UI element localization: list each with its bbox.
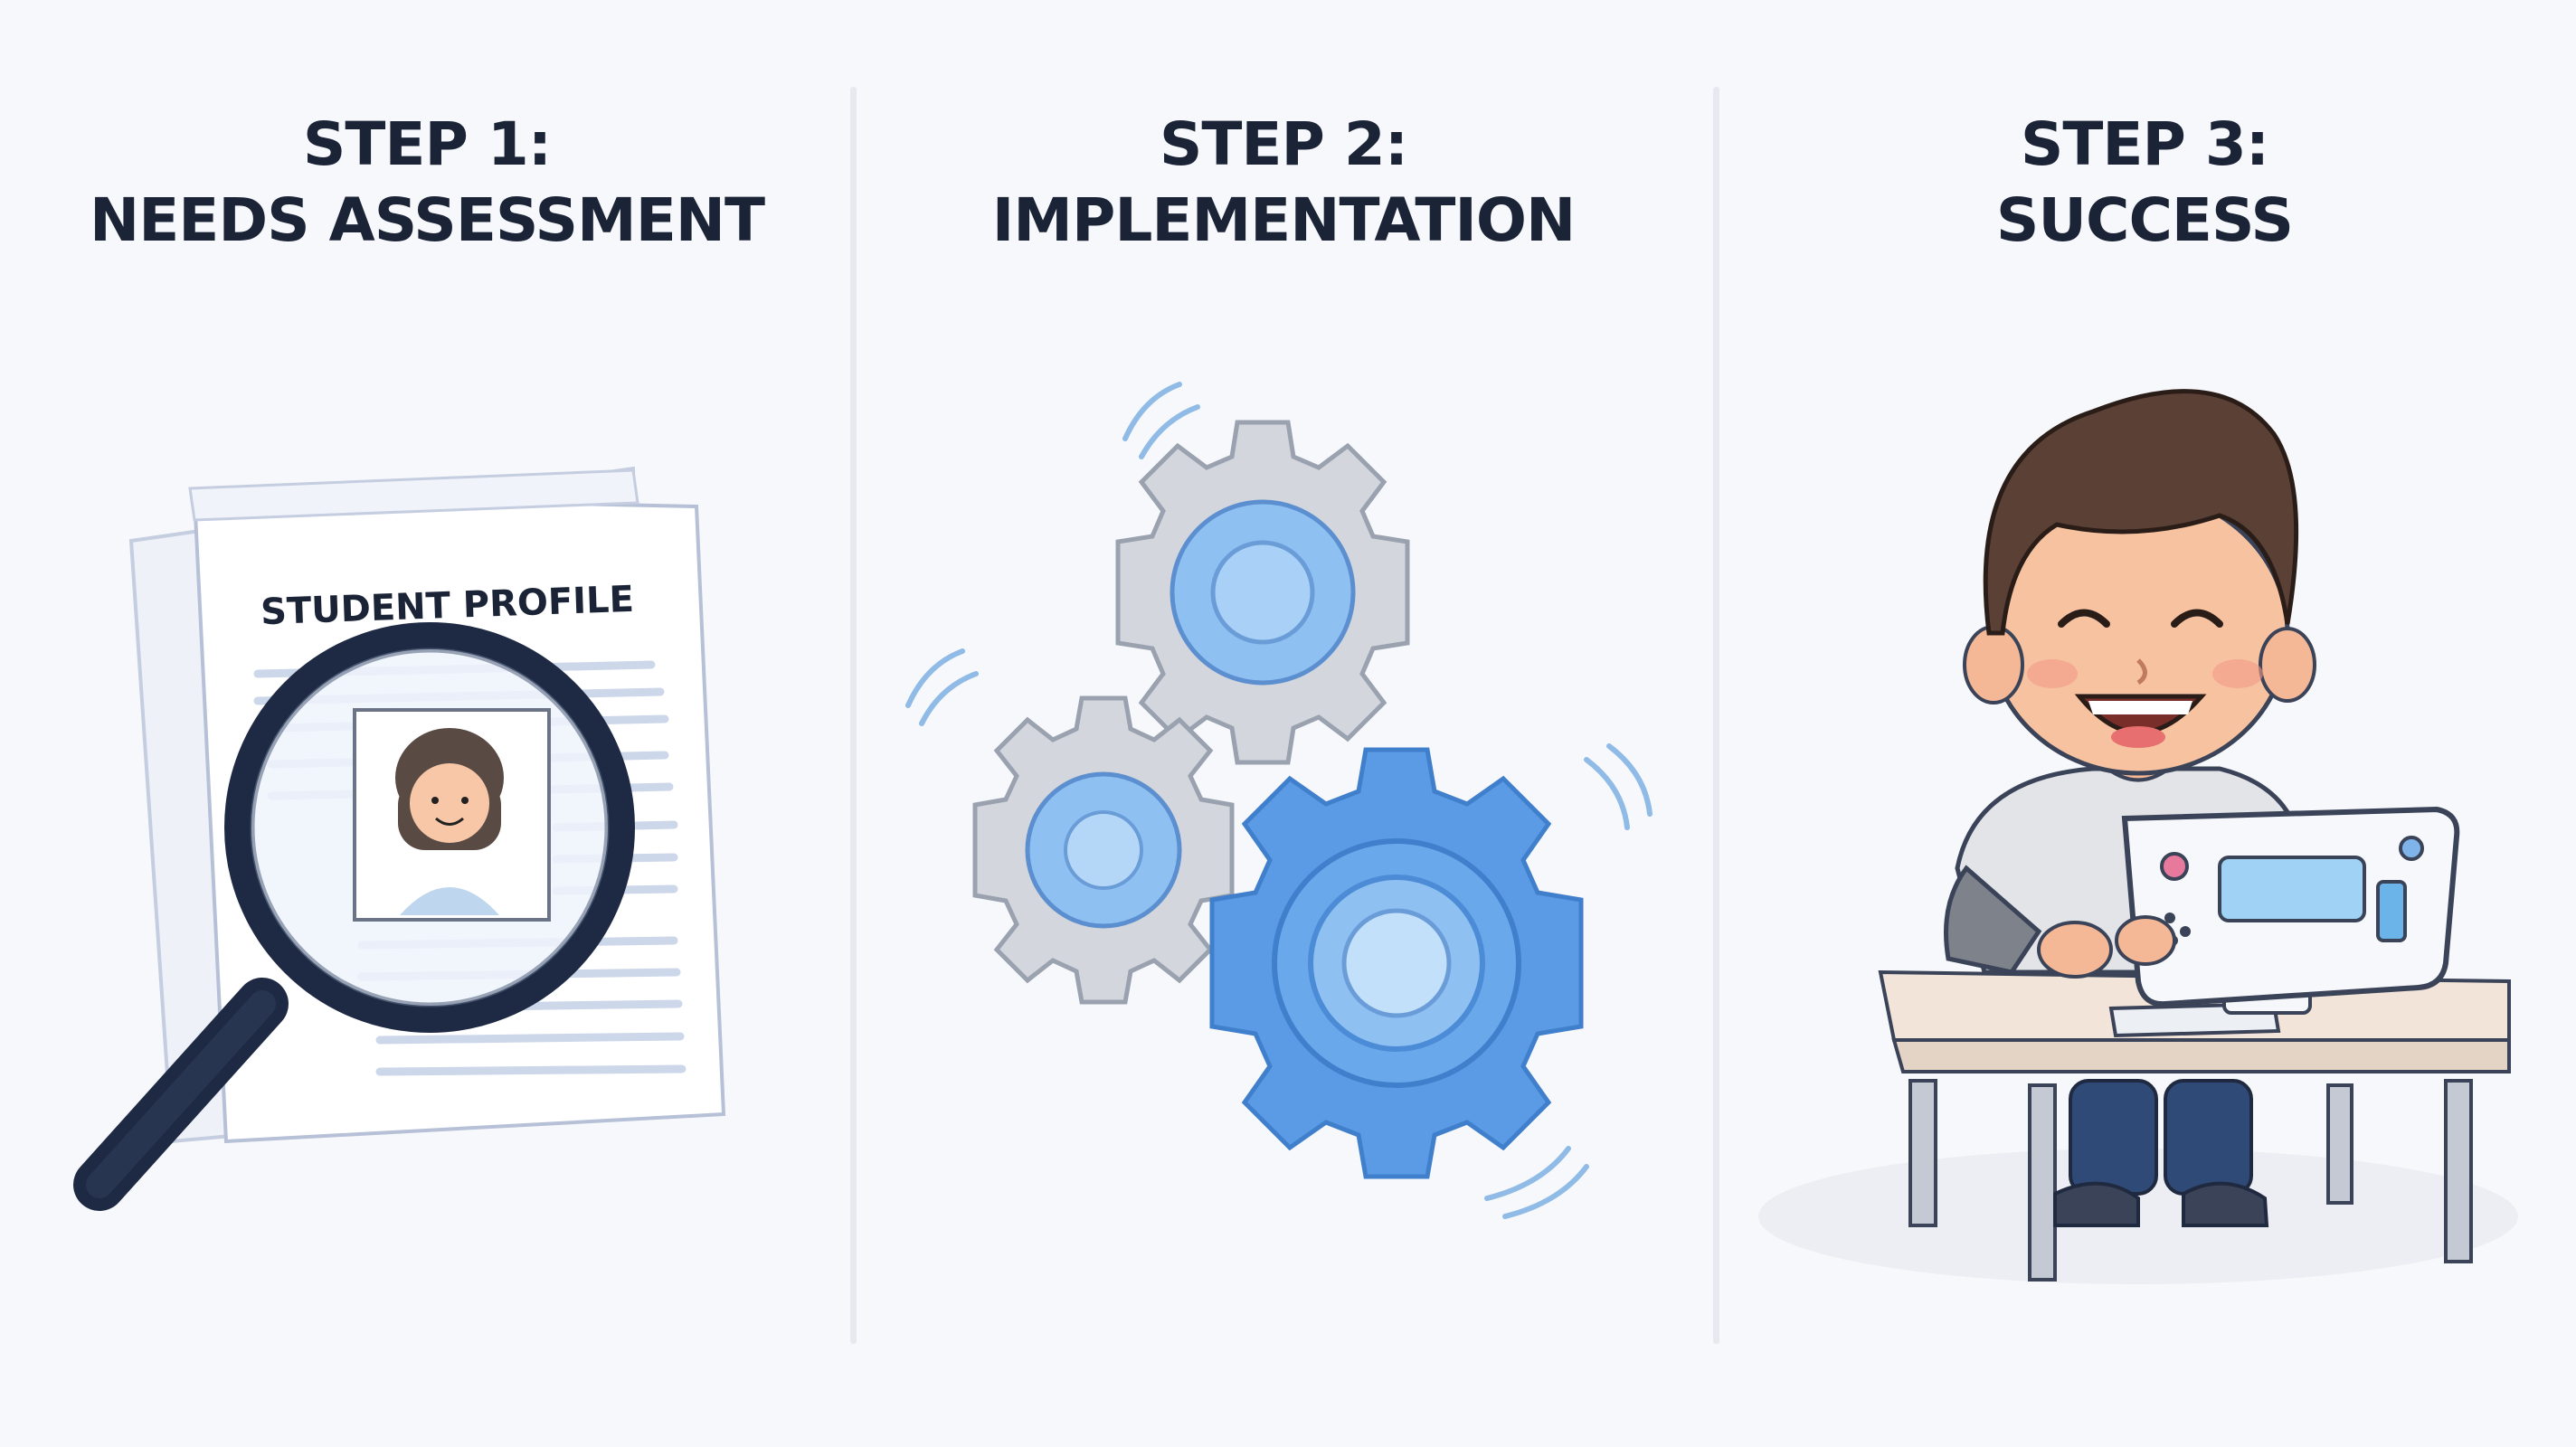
panel-divider — [1713, 87, 1719, 1344]
needs-assessment-illustration: STUDENT PROFILE — [73, 466, 726, 1211]
step-1-label: NEEDS ASSESSMENT — [89, 185, 765, 255]
step-3-panel: STEP 3: SUCCESS — [1713, 0, 2576, 1447]
implementation-illustration — [905, 382, 1653, 1219]
gear-icon — [972, 695, 1235, 1005]
panel-divider — [850, 87, 857, 1344]
motion-lines — [905, 382, 1653, 1219]
step-1-title: STEP 1: NEEDS ASSESSMENT — [0, 107, 854, 259]
step-3-number: STEP 3: — [2020, 109, 2269, 179]
step-2-label: IMPLEMENTATION — [991, 185, 1577, 255]
step-2-panel: STEP 2: IMPLEMENTATION — [854, 0, 1713, 1447]
smiling-student-icon — [1944, 389, 2316, 1227]
tablet-device-icon — [2108, 806, 2460, 1038]
step-2-number: STEP 2: — [1159, 109, 1408, 179]
success-illustration — [1758, 389, 2518, 1284]
step-1-number: STEP 1: — [302, 109, 552, 179]
magnifying-glass-icon — [73, 622, 635, 1211]
step-3-label: SUCCESS — [1995, 185, 2294, 255]
student-photo-icon — [353, 708, 551, 922]
gear-icon — [1115, 420, 1410, 765]
step-2-title: STEP 2: IMPLEMENTATION — [854, 107, 1713, 259]
gear-icon — [1209, 747, 1584, 1179]
step-1-panel: STEP 1: NEEDS ASSESSMENT — [0, 0, 854, 1447]
step-3-title: STEP 3: SUCCESS — [1713, 107, 2576, 259]
